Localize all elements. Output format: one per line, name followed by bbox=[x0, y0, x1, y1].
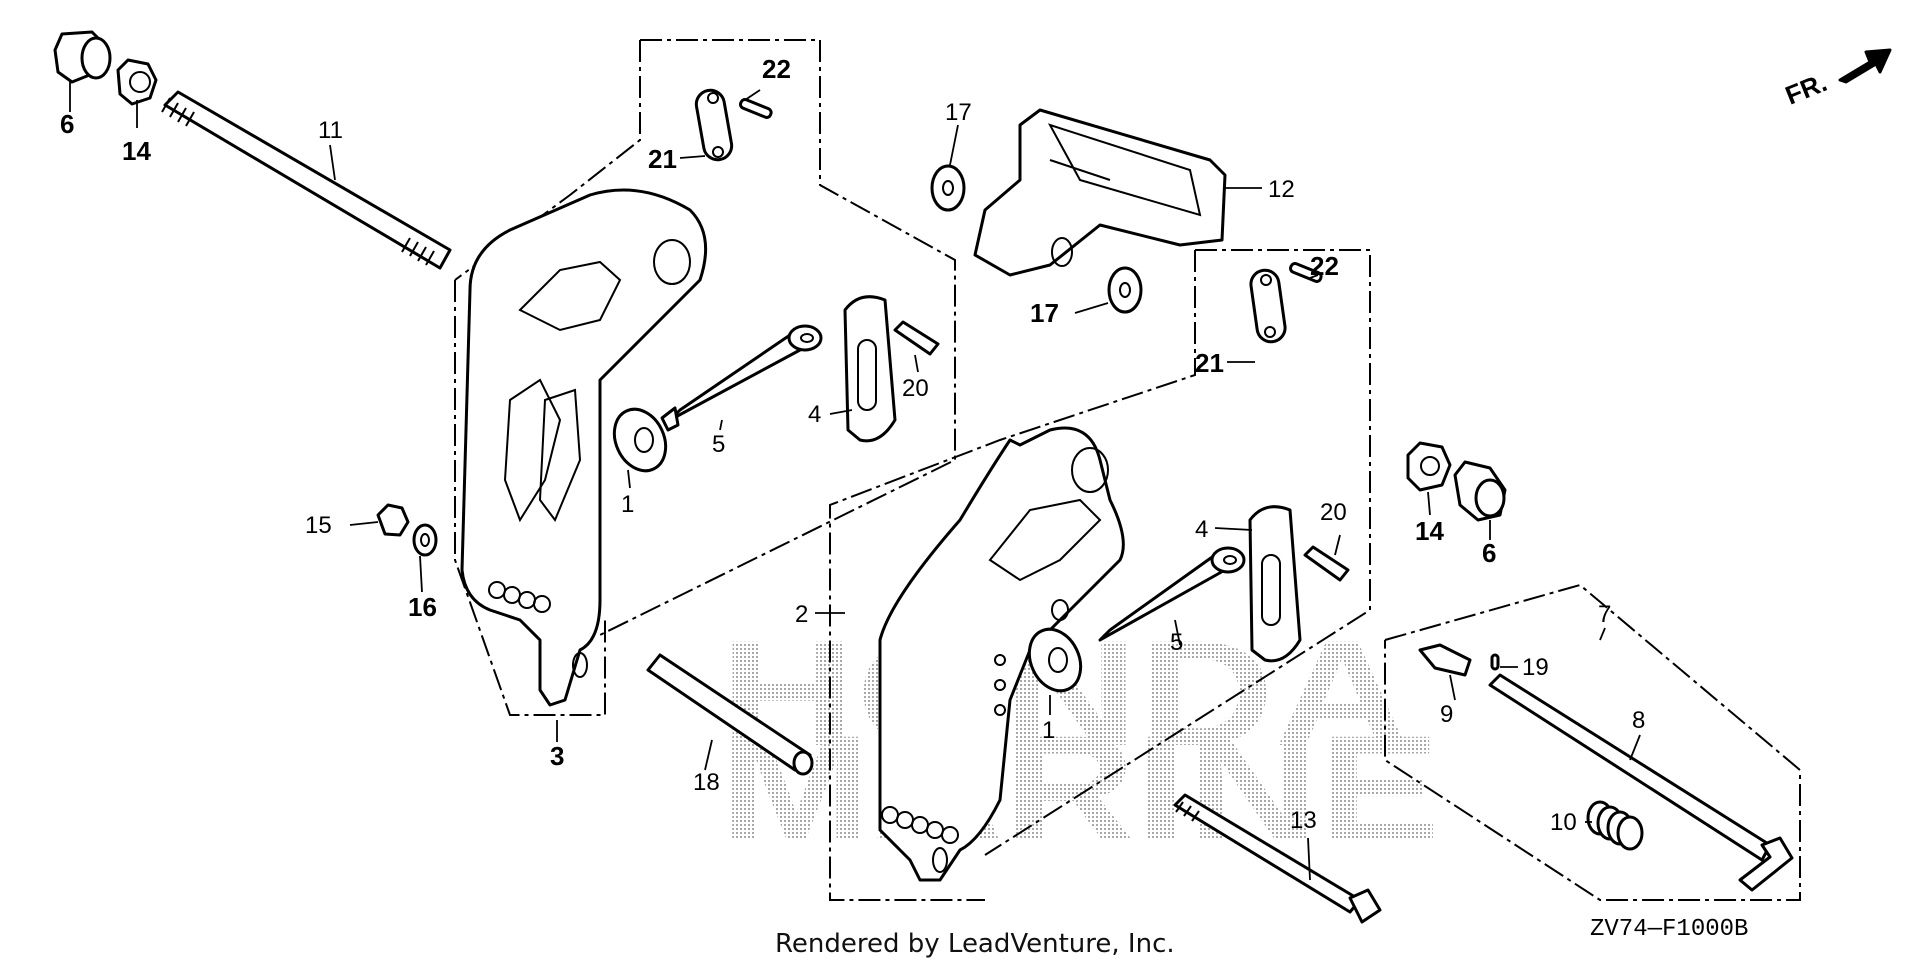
bracket-cap-12[interactable] bbox=[973, 108, 1227, 277]
clamp-bracket-2[interactable] bbox=[878, 426, 1125, 882]
bolt-13[interactable] bbox=[1173, 793, 1382, 924]
callout-21: 21 bbox=[1195, 348, 1224, 378]
callout-2: 2 bbox=[795, 601, 808, 628]
group-outlines bbox=[454, 39, 1801, 901]
watermark: HONDA MARINE bbox=[720, 609, 1440, 872]
callout-6: 6 bbox=[1482, 538, 1496, 568]
callout-15: 15 bbox=[305, 512, 332, 539]
plate-9[interactable] bbox=[1418, 643, 1472, 677]
callout-13: 13 bbox=[1290, 807, 1317, 834]
washer-16[interactable] bbox=[412, 523, 438, 557]
cap-nut-6-right[interactable] bbox=[1453, 460, 1507, 522]
callout-6: 6 bbox=[60, 109, 74, 139]
link-21-right[interactable] bbox=[1249, 268, 1287, 344]
screw-5-top[interactable] bbox=[660, 324, 823, 432]
knob-1-top[interactable] bbox=[605, 401, 676, 479]
callout-22: 22 bbox=[1310, 251, 1339, 281]
callout-1: 1 bbox=[621, 491, 634, 518]
callout-20: 20 bbox=[902, 375, 929, 402]
callout-8: 8 bbox=[1632, 707, 1645, 734]
callout-21: 21 bbox=[648, 144, 677, 174]
callout-9: 9 bbox=[1440, 701, 1453, 728]
link-21-top[interactable] bbox=[694, 88, 734, 162]
nut-14-right[interactable] bbox=[1406, 441, 1452, 492]
bolt-11[interactable] bbox=[161, 90, 452, 270]
rod-8[interactable] bbox=[1488, 673, 1794, 892]
callout-7: 7 bbox=[1598, 601, 1611, 628]
front-label: FR. bbox=[1781, 67, 1831, 111]
callout-14: 14 bbox=[1415, 516, 1444, 546]
callout-12: 12 bbox=[1268, 176, 1295, 203]
nut-14-top[interactable] bbox=[116, 58, 158, 106]
callout-4: 4 bbox=[1195, 516, 1208, 543]
callout-19: 19 bbox=[1522, 654, 1549, 681]
callout-17: 17 bbox=[1030, 298, 1059, 328]
callout-20: 20 bbox=[1320, 499, 1347, 526]
leader-lines bbox=[69, 82, 1641, 881]
callouts: 6 14 11 22 21 17 12 17 22 21 20 4 5 1 15… bbox=[60, 54, 1645, 836]
callout-4: 4 bbox=[808, 401, 821, 428]
pin-20-right[interactable] bbox=[1303, 545, 1350, 582]
callout-1: 1 bbox=[1042, 717, 1055, 744]
tube-18[interactable] bbox=[646, 653, 814, 776]
screw-5-right[interactable] bbox=[1098, 546, 1246, 642]
callout-14: 14 bbox=[122, 136, 151, 166]
spring-10[interactable] bbox=[1586, 800, 1644, 851]
callout-5: 5 bbox=[1170, 629, 1183, 656]
callout-16: 16 bbox=[408, 592, 437, 622]
washer-17-bottom[interactable] bbox=[1107, 266, 1143, 314]
cap-nut-6-top[interactable] bbox=[53, 30, 112, 84]
lever-4-right[interactable] bbox=[1248, 505, 1302, 663]
render-credit: Rendered by LeadVenture, Inc. bbox=[775, 929, 1175, 959]
pin-20-top[interactable] bbox=[893, 320, 940, 356]
watermark-line-2: MARINE bbox=[720, 704, 1440, 872]
callout-18: 18 bbox=[693, 769, 720, 796]
callout-10: 10 bbox=[1550, 809, 1577, 836]
clamp-bracket-3[interactable] bbox=[460, 188, 708, 707]
callout-22: 22 bbox=[762, 54, 791, 84]
callout-17: 17 bbox=[945, 99, 972, 126]
callout-5: 5 bbox=[712, 431, 725, 458]
knob-1-right[interactable] bbox=[1020, 621, 1091, 699]
clip-19[interactable] bbox=[1490, 653, 1500, 671]
nut-15[interactable] bbox=[376, 503, 410, 537]
callout-11: 11 bbox=[318, 117, 343, 144]
callout-3: 3 bbox=[550, 741, 564, 771]
pin-22-top[interactable] bbox=[738, 98, 773, 119]
drawing-code: ZV74—F1000B bbox=[1590, 916, 1748, 943]
washer-17-top[interactable] bbox=[930, 164, 966, 212]
lever-4-top[interactable] bbox=[843, 295, 897, 443]
front-direction-arrow: FR. bbox=[1781, 48, 1892, 111]
